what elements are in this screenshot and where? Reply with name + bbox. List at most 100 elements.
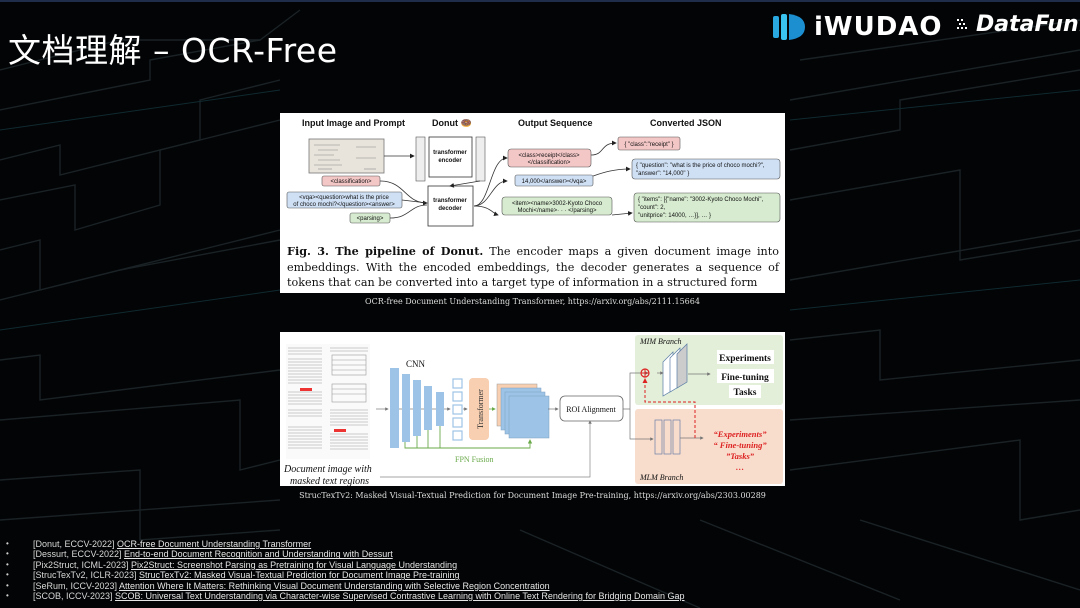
figure-caption: Fig. 3. The pipeline of Donut. The encod…: [287, 244, 779, 291]
mim-branch-label: MIM Branch: [639, 337, 682, 346]
reference-link[interactable]: Attention Where It Matters: Rethinking V…: [119, 580, 550, 591]
mim-output: Fine-tuning: [721, 373, 769, 383]
caption-bold: Fig. 3. The pipeline of Donut.: [287, 244, 484, 258]
mlm-output: “Experiments”: [714, 429, 768, 439]
transformer-decoder: transformer decoder: [427, 185, 474, 227]
datafun-logo-text: DataFun.: [976, 12, 1080, 37]
doc-label: masked text regions: [290, 476, 369, 486]
reference-item: • [Donut, ECCV-2022] OCR-free Document Un…: [6, 539, 1066, 549]
transformer-block: Transformer: [469, 378, 489, 440]
json-classification: { "class":"receipt" }: [617, 136, 681, 151]
bullet-icon: •: [6, 549, 9, 559]
output-text: Mochi</name>· · · </parsing>: [517, 208, 597, 214]
output-text: <class>receipt</class>: [518, 153, 580, 159]
column-header-donut: Donut 🍩: [432, 118, 472, 128]
iwudao-logo: iWUDAO: [772, 12, 943, 42]
document-thumbnail: [286, 344, 370, 459]
mim-output: Tasks: [734, 388, 757, 398]
output-classification: <class>receipt</class> </classification>: [507, 148, 592, 168]
column-header-output: Output Sequence: [518, 118, 593, 128]
json-text: { "class":"receipt" }: [624, 142, 673, 148]
bullet-icon: •: [6, 539, 9, 548]
decoder-label: transformer: [433, 198, 467, 204]
reference-item: • [SCOB, ICCV-2023] SCOB: Universal Text …: [6, 591, 1066, 601]
iwudao-mark-icon: [773, 14, 805, 40]
reference-item: • [Dessurt, ECCV-2022] End-to-end Documen…: [6, 549, 1066, 559]
mlm-branch: MLM Branch “Experiments” “ Fine-tuning” …: [635, 409, 783, 484]
reference-venue: [Dessurt, ECCV-2022]: [33, 549, 125, 560]
column-header-input: Input Image and Prompt: [302, 118, 405, 128]
iwudao-logo-text: iWUDAO: [814, 12, 943, 42]
json-text: "answer": "14,000" }: [636, 171, 689, 177]
json-text: "count": 2,: [638, 205, 666, 211]
receipt-image: [308, 138, 385, 174]
prompt-text: of choco mochi?</question><answer>: [293, 202, 395, 208]
reference-item: • [SeRum, ICCV-2023] Attention Where It M…: [6, 581, 1066, 591]
token-boxes: [452, 378, 463, 441]
datafun-dots-icon: [957, 18, 967, 29]
prompt-classification: <classification>: [321, 175, 381, 187]
mlm-output: ”Tasks”: [726, 451, 755, 461]
reference-link[interactable]: End-to-end Document Recognition and Unde…: [124, 549, 393, 560]
reference-link[interactable]: StrucTexTv2: Masked Visual-Textual Predi…: [139, 570, 460, 581]
page-title: 文档理解 – OCR-Free: [8, 31, 338, 70]
reference-venue: [StrucTexTv2, ICLR-2023]: [33, 570, 140, 581]
reference-item: • [Pix2Struct, ICML-2023] Pix2Struct: Scr…: [6, 560, 1066, 570]
bullet-icon: •: [6, 559, 9, 569]
prompt-text: <vqa><question>what is the price: [299, 195, 389, 201]
output-vqa: 14,000</answer></vqa>: [514, 174, 594, 187]
encoder-label: transformer: [433, 150, 467, 156]
reference-list: • [Donut, ECCV-2022] OCR-free Document Un…: [6, 539, 1066, 601]
output-text: <item><name>3002-Kyoto Choco: [512, 201, 603, 207]
json-text: { "items": [{"name": "3002-Kyoto Choco M…: [638, 197, 764, 203]
transformer-encoder: transformer encoder: [415, 136, 486, 182]
reference-venue: [SCOB, ICCV-2023]: [33, 590, 116, 601]
json-vqa: { "question": "what is the price of choc…: [631, 158, 781, 180]
mim-branch: MIM Branch Experiments Fine-tuning Tasks: [635, 335, 783, 405]
caption-text: The encoder maps a given document image …: [287, 245, 779, 289]
reference-item: • [StrucTexTv2, ICLR-2023] StrucTexTv2: M…: [6, 570, 1066, 580]
donut-pipeline-figure: Input Image and Prompt Donut 🍩 Output Se…: [280, 113, 785, 293]
column-header-json: Converted JSON: [650, 118, 722, 128]
fusion-add-icon: [640, 368, 650, 378]
prompt-vqa: <vqa><question>what is the price of choc…: [286, 191, 403, 209]
reference-venue: [Pix2Struct, ICML-2023]: [33, 559, 132, 570]
roi-label: ROI Alignment: [566, 405, 616, 414]
fpn-lines: [404, 426, 533, 449]
reference-venue: [Donut, ECCV-2022]: [33, 539, 118, 549]
top-border: [0, 0, 1080, 2]
bullet-icon: •: [6, 570, 9, 580]
doc-label: Document image with: [283, 464, 372, 475]
reference-link[interactable]: OCR-free Document Understanding Transfor…: [117, 539, 312, 549]
encoder-label: encoder: [438, 158, 462, 164]
reference-link[interactable]: SCOB: Universal Text Understanding via C…: [115, 590, 685, 601]
mlm-output: …: [736, 462, 745, 472]
output-parsing: <item><name>3002-Kyoto Choco Mochi</name…: [501, 196, 613, 216]
prompt-text: <parsing>: [357, 216, 384, 222]
json-text: "unitprice": 14000, …}], … }: [638, 213, 711, 219]
figure2-source: StrucTexTv2: Masked Visual-Textual Predi…: [299, 491, 766, 500]
transformer-label: Transformer: [476, 389, 485, 429]
reference-link[interactable]: Pix2Struct: Screenshot Parsing as Pretra…: [131, 559, 458, 570]
cnn-label: CNN: [406, 359, 426, 369]
structextv2-figure: Document image with masked text regions …: [280, 332, 785, 486]
decoder-label: decoder: [438, 206, 462, 212]
bullet-icon: •: [6, 580, 9, 590]
fpn-fusion-label: FPN Fusion: [455, 455, 493, 464]
json-text: { "question": "what is the price of choc…: [636, 163, 765, 169]
datafun-logo: DataFun.: [955, 12, 1080, 37]
json-parsing: { "items": [{"name": "3002-Kyoto Choco M…: [633, 192, 781, 223]
feature-maps: [496, 383, 550, 439]
figure1-source: OCR-free Document Understanding Transfor…: [365, 297, 700, 306]
prompt-text: <classification>: [330, 179, 372, 185]
mim-output: Experiments: [719, 354, 771, 364]
bullet-icon: •: [6, 590, 9, 600]
cnn-layers: [390, 368, 444, 448]
mlm-output: “ Fine-tuning”: [713, 440, 767, 450]
structextv2-diagram: Document image with masked text regions …: [283, 335, 783, 486]
reference-venue: [SeRum, ICCV-2023]: [33, 580, 120, 591]
output-text: 14,000</answer></vqa>: [522, 179, 587, 185]
donut-diagram: Input Image and Prompt Donut 🍩 Output Se…: [286, 118, 781, 227]
output-text: </classification>: [528, 160, 571, 166]
